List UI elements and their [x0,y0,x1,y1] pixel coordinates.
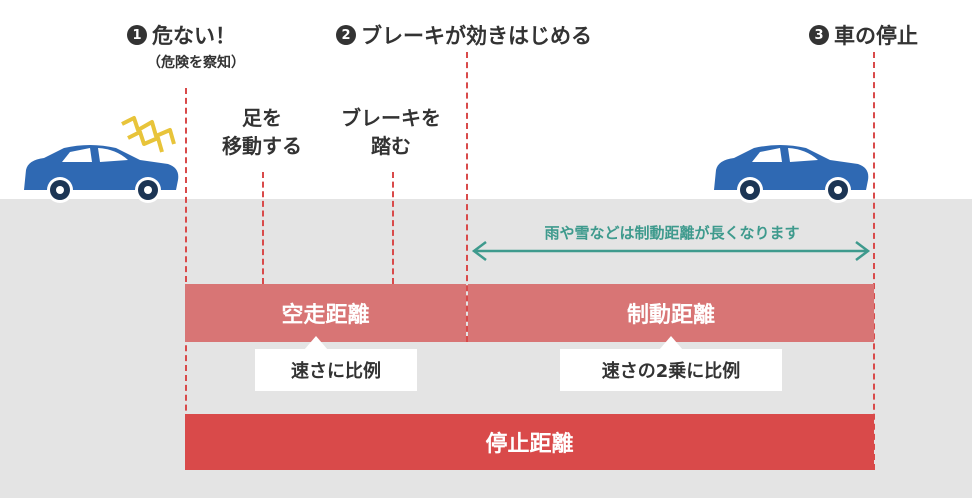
action-press-brake: ブレーキを 踏む [328,104,454,160]
callout-pointer-braking [659,336,683,350]
car-left-icon [24,145,179,203]
alert-spark-icon [121,116,176,153]
step-1-text: 危ない！ [152,24,236,48]
car-right-icon [714,145,869,203]
stopping-distance-band: 停止距離 [185,414,874,470]
step-3-text: 車の停止 [834,24,918,48]
action-move-foot-line1: 足を [242,106,282,130]
step-1-label: 1 危ない！ [127,20,236,50]
braking-range-arrow [471,241,871,261]
rain-snow-note: 雨や雪などは制動距離が長くなります [544,224,800,242]
braking-note: 速さの2乗に比例 [560,349,782,391]
dashed-line-foot [262,172,264,284]
step-1-sub: （危険を察知） [147,55,245,71]
dashed-line-danger [185,88,187,470]
action-move-foot-line2: 移動する [222,134,302,158]
action-press-brake-line1: ブレーキを [341,106,441,130]
action-press-brake-line2: 踏む [371,134,411,158]
dashed-line-stop [873,52,875,470]
step-3-label: 3 車の停止 [809,20,918,50]
braking-distance-band: 制動距離 [468,284,874,342]
dashed-line-brake-effect [466,52,468,342]
dashed-line-brake-press [392,172,394,284]
step-2-number: 2 [336,25,356,45]
free-running-note: 速さに比例 [255,349,417,391]
step-1-number: 1 [127,25,147,45]
free-running-distance-band: 空走距離 [185,284,466,342]
action-move-foot: 足を 移動する [212,104,312,160]
step-3-number: 3 [809,25,829,45]
callout-pointer-free-running [304,336,328,350]
step-2-label: 2 ブレーキが効きはじめる [336,20,592,50]
step-2-text: ブレーキが効きはじめる [361,24,592,48]
